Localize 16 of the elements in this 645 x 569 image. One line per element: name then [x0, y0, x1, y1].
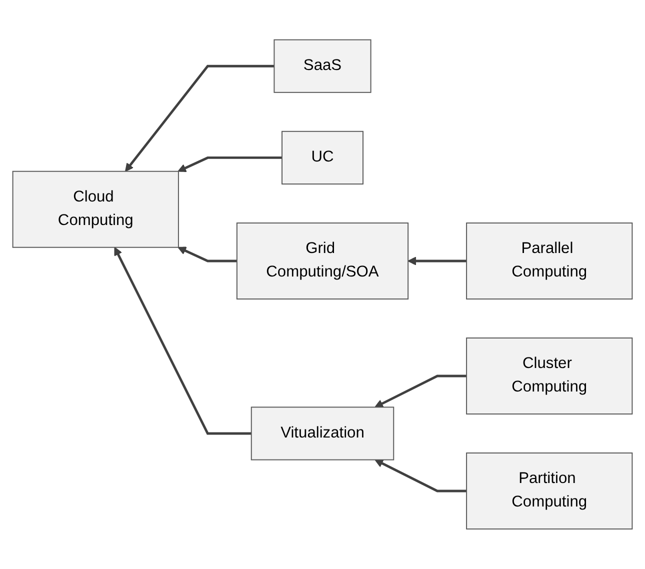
node-box [236, 222, 409, 300]
arrow [178, 246, 237, 262]
node-box [466, 338, 633, 415]
node-box [250, 406, 394, 460]
arrow [178, 156, 282, 172]
node-box [282, 131, 364, 185]
arrow [114, 247, 252, 435]
node-box [12, 170, 179, 248]
arrow [124, 65, 274, 172]
node-box [274, 39, 372, 94]
node-box [466, 222, 633, 300]
arrow [408, 256, 467, 266]
node-box [466, 452, 633, 530]
arrow [374, 374, 467, 408]
arrow [374, 460, 467, 492]
flowchart: SaaS UC Cloud Computing Grid Computing/SOA Parallel Computing Cluster Computing Vitualization Partition Computing [5, 32, 640, 537]
